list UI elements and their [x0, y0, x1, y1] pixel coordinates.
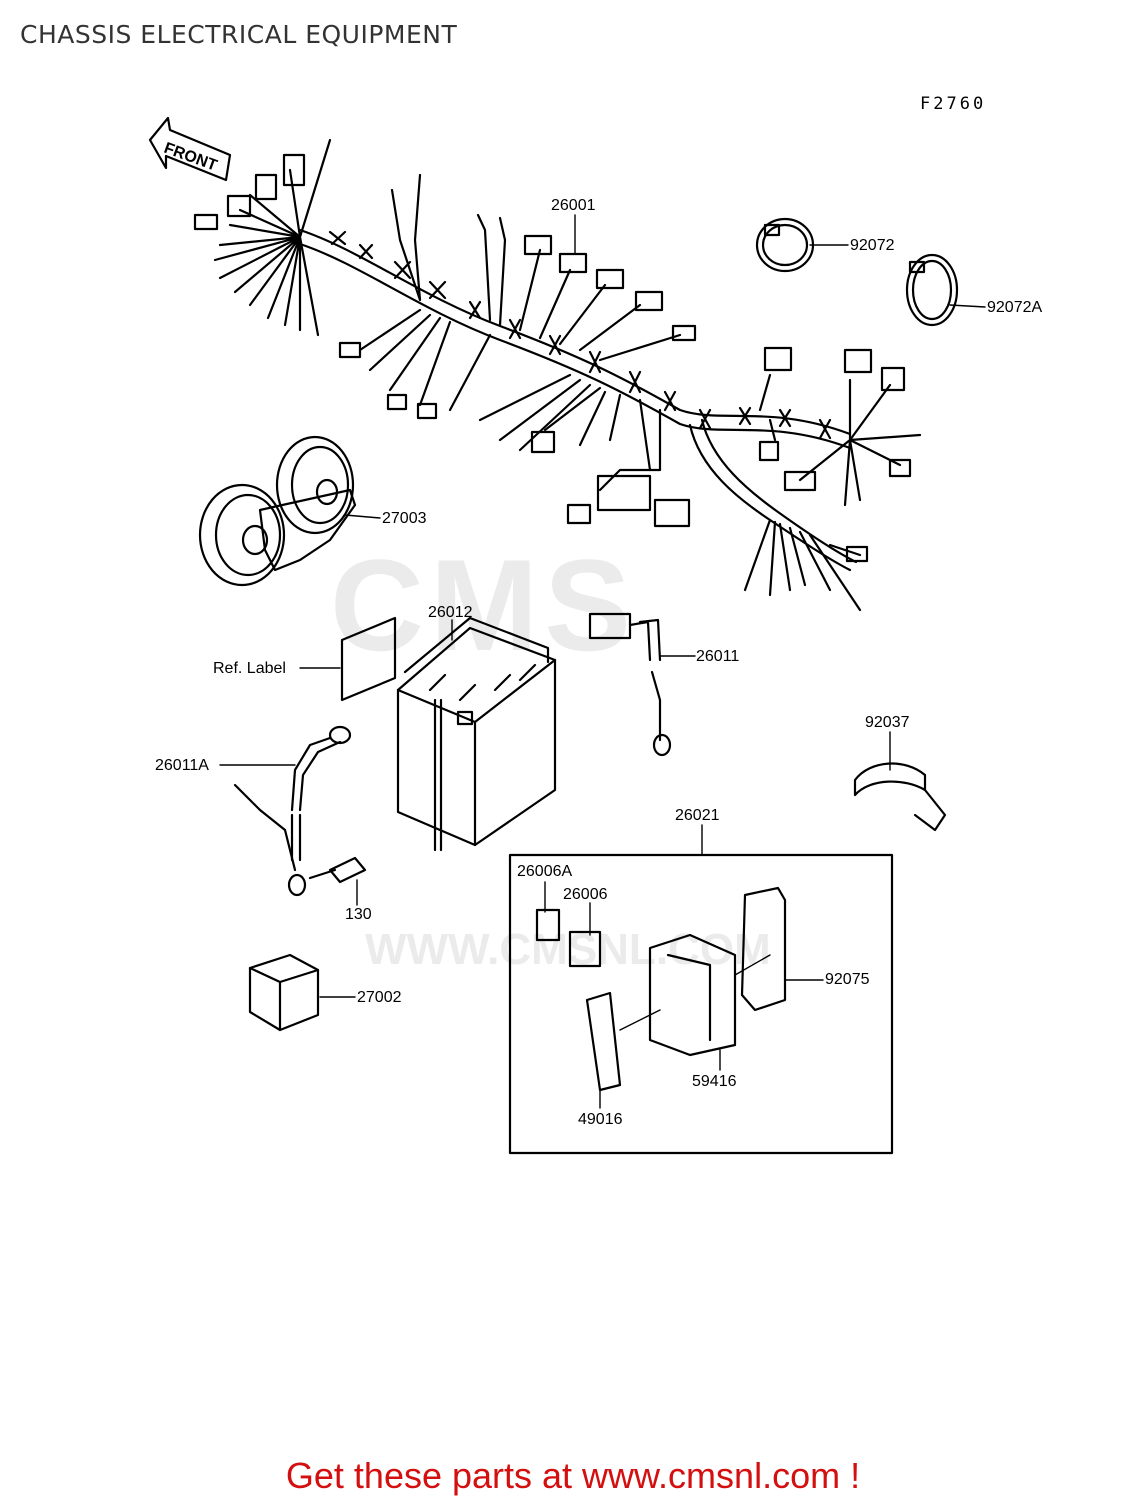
band-92037 [853, 762, 947, 832]
part-label-26021: 26021 [675, 807, 720, 824]
fuse-26006 [568, 930, 602, 968]
part-label-49016: 49016 [578, 1111, 623, 1128]
figure-code: F2760 [920, 94, 987, 114]
part-label-27003: 27003 [382, 510, 427, 527]
battery-26012 [396, 616, 557, 852]
fuse-box-group-frame [508, 853, 894, 1155]
ref-label-text: Ref. Label [213, 660, 286, 677]
part-label-92037: 92037 [865, 714, 910, 731]
part-label-27002: 27002 [357, 989, 402, 1006]
fuse-box-59416 [648, 933, 737, 1057]
relay-27002 [248, 953, 320, 1032]
leader-lines [219, 214, 986, 1109]
part-label-26011A: 26011A [155, 757, 209, 774]
page-title: CHASSIS ELECTRICAL EQUIPMENT [20, 20, 458, 49]
clamp-92072A [905, 253, 959, 327]
cover-92075 [740, 886, 787, 1012]
cover-49016 [585, 991, 622, 1092]
watermark-url: WWW.CMSNL.COM [365, 925, 771, 974]
horn-27003 [198, 435, 357, 587]
part-label-26012: 26012 [428, 604, 473, 621]
part-label-59416: 59416 [692, 1073, 737, 1090]
watermark-logo: CMS [330, 532, 637, 678]
front-arrow-icon [148, 116, 232, 182]
part-label-130: 130 [345, 906, 372, 923]
part-label-26001: 26001 [551, 197, 596, 214]
part-label-92072A: 92072A [987, 299, 1043, 316]
wiring-harness-26001 [193, 138, 922, 612]
bolt-130 [308, 856, 367, 884]
fuse-26006A [535, 908, 561, 942]
part-label-26011: 26011 [696, 648, 740, 665]
cable-26011A [233, 725, 352, 897]
cable-26011 [588, 612, 672, 757]
part-label-26006: 26006 [563, 886, 608, 903]
front-arrow-label: FRONT [162, 140, 220, 175]
part-label-26006A: 26006A [517, 863, 573, 880]
part-label-92075: 92075 [825, 971, 870, 988]
clamp-92072 [755, 217, 815, 273]
part-label-92072: 92072 [850, 237, 895, 254]
footer-link[interactable]: Get these parts at www.cmsnl.com ! [285, 1455, 861, 1496]
ref-label-sticker [340, 616, 397, 702]
